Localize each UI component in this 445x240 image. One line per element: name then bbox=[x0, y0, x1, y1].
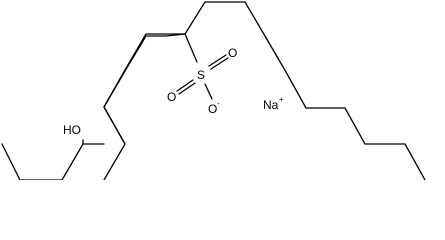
hydroxyl-label: HO bbox=[63, 123, 81, 137]
sodium-charge-label: + bbox=[279, 95, 284, 104]
molecule-drawing: S O O O - HO Na + bbox=[1, 1, 426, 180]
propyl-tail bbox=[1, 143, 105, 180]
bond-c-s bbox=[184, 33, 198, 63]
bond-s-o-anion bbox=[204, 83, 213, 100]
bond-s-o-lower-2 bbox=[178, 82, 196, 95]
oxygen-lower-label: O bbox=[167, 90, 176, 104]
bond-s-o-lower-1 bbox=[176, 79, 194, 92]
chain-segment-2 bbox=[103, 35, 167, 145]
sulfur-label: S bbox=[197, 68, 205, 82]
oxygen-upper-label: O bbox=[228, 46, 237, 60]
anion-charge-label: - bbox=[217, 99, 220, 108]
bond-s-o-upper-2 bbox=[210, 57, 229, 70]
oxygen-anion-label: O bbox=[208, 102, 217, 116]
carbon-chain-right bbox=[184, 1, 426, 180]
chain-segment-1 bbox=[165, 33, 186, 37]
bond-s-o-upper-1 bbox=[208, 54, 227, 67]
chemical-structure-canvas: S O O O - HO Na + bbox=[1, 1, 426, 180]
carbon-chain-left bbox=[103, 33, 186, 180]
sodium-label: Na bbox=[263, 98, 279, 112]
